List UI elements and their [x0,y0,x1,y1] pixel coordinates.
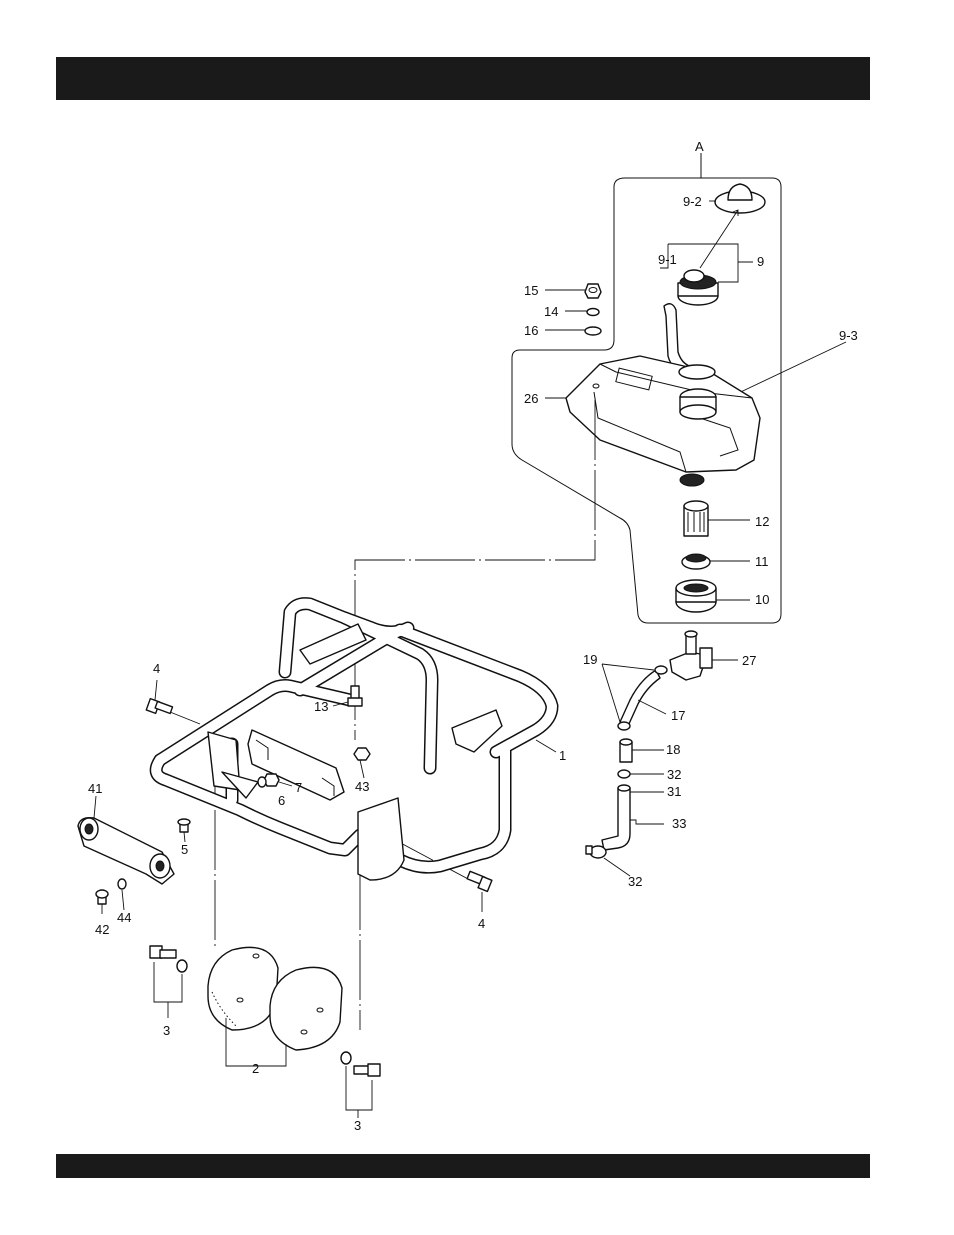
callout-27: 27 [742,653,756,668]
mount-bolt-bottom [354,1064,380,1076]
callout-9-1: 9-1 [658,252,677,267]
callout-18: 18 [666,742,680,757]
fuel-filter [620,739,632,762]
callout-11: 11 [755,554,769,569]
hose-clamp-top [655,666,667,674]
bracket-bolt [178,819,190,832]
fuel-strainer [684,501,708,536]
callout-14: 14 [544,304,558,319]
callout-33: 33 [672,816,686,831]
callout-2: 2 [252,1061,259,1076]
callout-10: 10 [755,592,769,607]
rubber-mount-2 [270,967,342,1050]
callout-44: 44 [117,910,131,925]
callout-17: 17 [671,708,685,723]
callout-32-bottom: 32 [628,874,642,889]
hose-clamp-bottom [618,722,630,730]
callout-15: 15 [524,283,538,298]
pipe-clamp-bottom [586,846,606,858]
callout-12: 12 [755,514,769,529]
lock-washer [587,309,599,316]
callout-9-2: 9-2 [683,194,702,209]
callout-13: 13 [314,699,328,714]
frame-bolt-right [467,871,492,891]
pipe-clamp-top [618,770,630,778]
callout-3-top: 3 [163,1023,170,1038]
callout-9: 9 [757,254,764,269]
callout-16: 16 [524,323,538,338]
rail-washer [258,777,266,787]
callout-32-top: 32 [667,767,681,782]
callout-26: 26 [524,391,538,406]
callout-4-right: 4 [478,916,485,931]
cap-cover [715,184,765,213]
callout-7: 7 [295,780,302,795]
fuel-cock [670,631,712,680]
callout-6: 6 [278,793,285,808]
fuel-pipe [602,785,630,850]
callout-1: 1 [559,748,566,763]
callout-42: 42 [95,922,109,937]
strainer-nut [676,580,716,612]
flat-washer [585,327,601,335]
mount-bolt-top [150,946,176,958]
bracket-screw [96,890,108,904]
fuel-cap [678,270,718,305]
callout-A: A [695,139,704,154]
callout-4-left: 4 [153,661,160,676]
tank-nut [585,284,601,298]
callout-3-bottom: 3 [354,1118,361,1133]
callout-31: 31 [667,784,681,799]
mount-washer-bottom [341,1052,351,1064]
callout-9-3: 9-3 [839,328,858,343]
strainer-gasket [682,554,710,569]
rubber-mount-1 [208,947,278,1030]
frame-nut [354,748,370,760]
frame [156,604,552,880]
engine-mount-rail [222,730,344,800]
callout-labels: A 9-2 9-1 9 9-3 15 14 16 26 12 11 10 19 … [88,139,858,1133]
mount-washer-top [177,960,187,972]
callout-43: 43 [355,779,369,794]
callout-19: 19 [583,652,597,667]
callout-5: 5 [181,842,188,857]
bracket-washer [118,879,126,889]
mount-bracket [78,818,174,884]
fuel-hose [620,670,660,726]
frame-bolt-left [146,699,172,714]
callout-41: 41 [88,781,102,796]
